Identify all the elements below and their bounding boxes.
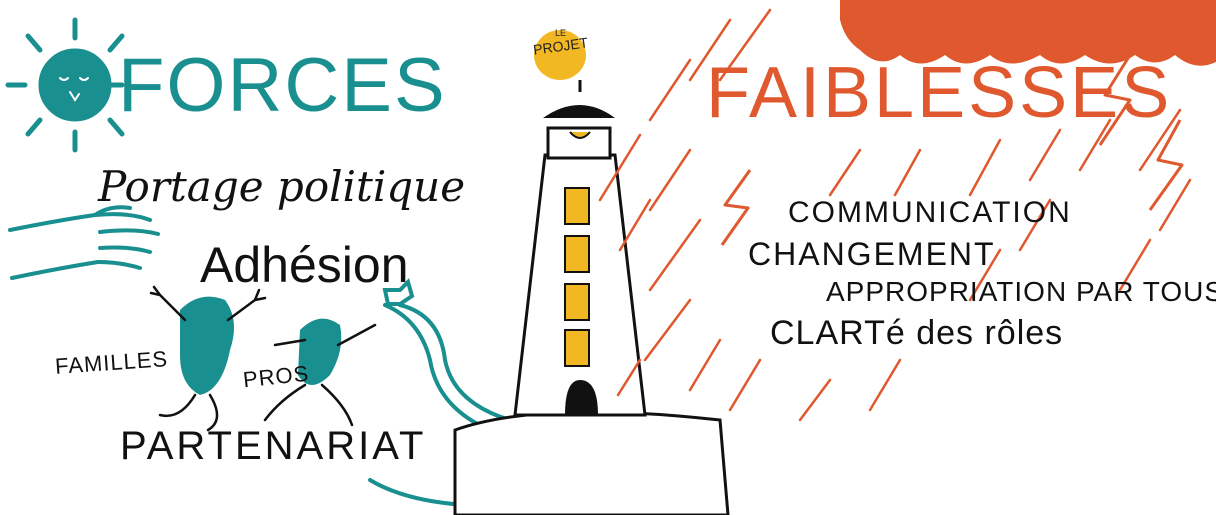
weakness-changement: CHANGEMENT [748,236,996,272]
force-portage-politique: Portage politique [98,162,466,211]
projet-label-le: LE [555,28,567,38]
familles-figure [149,285,267,432]
force-partenariat: PARTENARIAT [120,424,427,468]
weakness-clarte-roles: CLARTé des rôles [770,314,1064,352]
forces-title: FORCES [118,43,447,128]
force-adhesion: Adhésion [200,237,409,293]
weakness-appropriation: APPROPRIATION PAR TOUS [826,276,1216,307]
lightning-icon [720,54,1184,246]
hand-icon [8,205,160,280]
faiblesses-title: FAIBLESSES [706,53,1173,133]
weakness-communication: COMMUNICATION [788,196,1072,229]
cloud-icon [840,0,1216,66]
rain-lines [598,8,1192,422]
projet-sign [534,30,586,80]
sun-icon [5,17,125,153]
pros-figure [263,318,377,427]
lighthouse-icon [453,30,730,515]
